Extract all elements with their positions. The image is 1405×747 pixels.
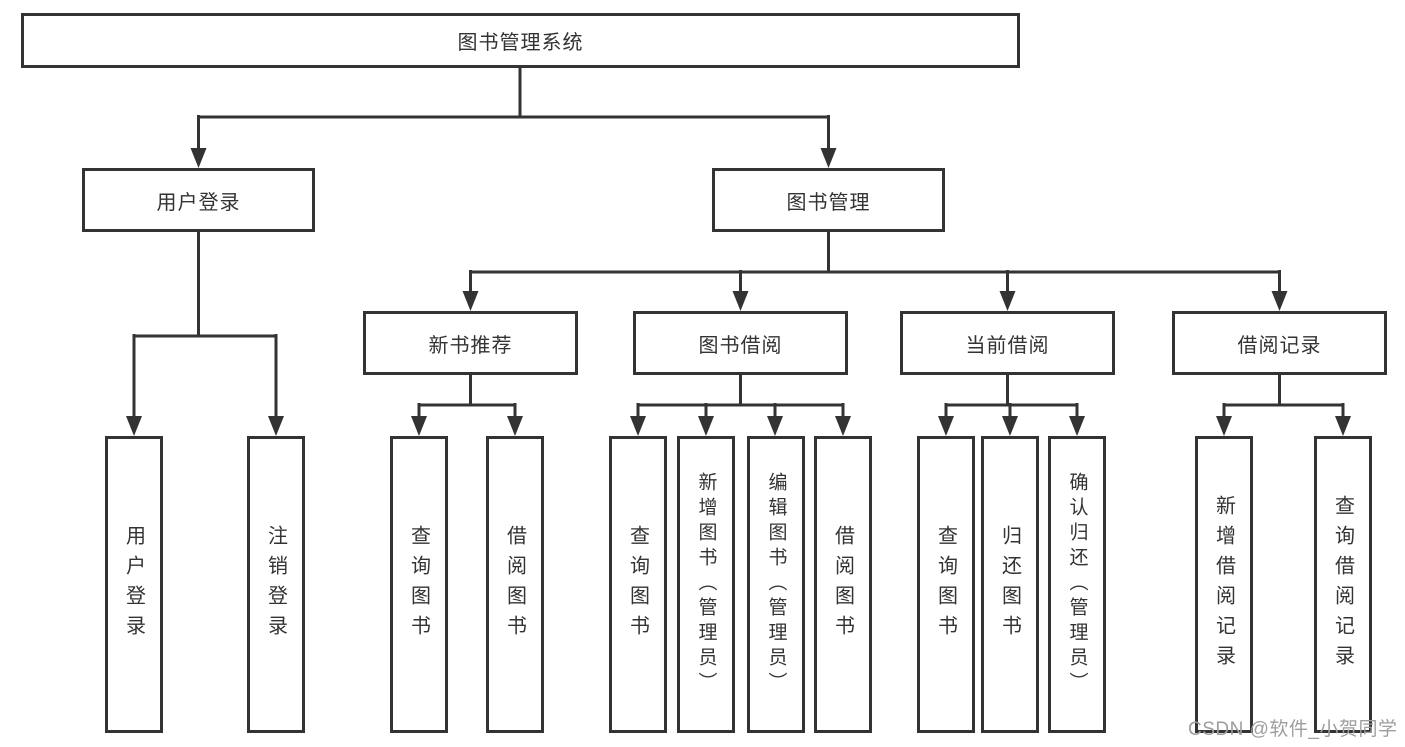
leaf-return-books: 归还图书 xyxy=(981,436,1039,733)
node-current-borrowing: 当前借阅 xyxy=(900,311,1115,375)
node-borrowing-records: 借阅记录 xyxy=(1172,311,1387,375)
leaf-add-books-admin: 新增图书（管理员） xyxy=(677,436,735,733)
arrow-icon xyxy=(268,416,284,436)
arrow-icon xyxy=(1002,416,1018,436)
connector-paths xyxy=(132,68,1345,418)
arrow-icon xyxy=(411,416,427,436)
arrow-icon xyxy=(1335,416,1351,436)
arrowheads xyxy=(126,148,1351,436)
leaf-edit-books-admin: 编辑图书（管理员） xyxy=(747,436,805,733)
arrow-icon xyxy=(1069,416,1085,436)
leaf-query-books-1: 查询图书 xyxy=(390,436,448,733)
node-book-borrowing: 图书借阅 xyxy=(633,311,848,375)
arrow-icon xyxy=(767,416,783,436)
arrow-icon xyxy=(630,416,646,436)
arrow-icon xyxy=(820,148,837,168)
node-book-management: 图书管理 xyxy=(712,168,945,232)
leaf-borrow-books-1: 借阅图书 xyxy=(486,436,544,733)
node-new-book-recommendation: 新书推荐 xyxy=(363,311,578,375)
arrow-icon xyxy=(190,148,207,168)
leaf-borrow-books-2: 借阅图书 xyxy=(814,436,872,733)
leaf-confirm-return-admin: 确认归还（管理员） xyxy=(1048,436,1106,733)
leaf-query-books-3: 查询图书 xyxy=(917,436,975,733)
node-library-management-system: 图书管理系统 xyxy=(21,13,1020,68)
arrow-icon xyxy=(698,416,714,436)
arrow-icon xyxy=(835,416,851,436)
leaf-query-books-2: 查询图书 xyxy=(609,436,667,733)
leaf-logout-login: 注销登录 xyxy=(247,436,305,733)
arrow-icon xyxy=(126,416,142,436)
watermark: CSDN @软件_小贺同学 xyxy=(1188,719,1398,740)
arrow-icon xyxy=(1216,416,1232,436)
arrow-icon xyxy=(462,291,479,311)
arrow-icon xyxy=(938,416,954,436)
leaf-query-borrow-record: 查询借阅记录 xyxy=(1314,436,1372,733)
arrow-icon xyxy=(732,291,749,311)
arrow-icon xyxy=(507,416,523,436)
leaf-add-borrow-record: 新增借阅记录 xyxy=(1195,436,1253,733)
arrow-icon xyxy=(1271,291,1288,311)
node-user-login: 用户登录 xyxy=(82,168,315,232)
leaf-user-login: 用户登录 xyxy=(105,436,163,733)
arrow-icon xyxy=(999,291,1016,311)
